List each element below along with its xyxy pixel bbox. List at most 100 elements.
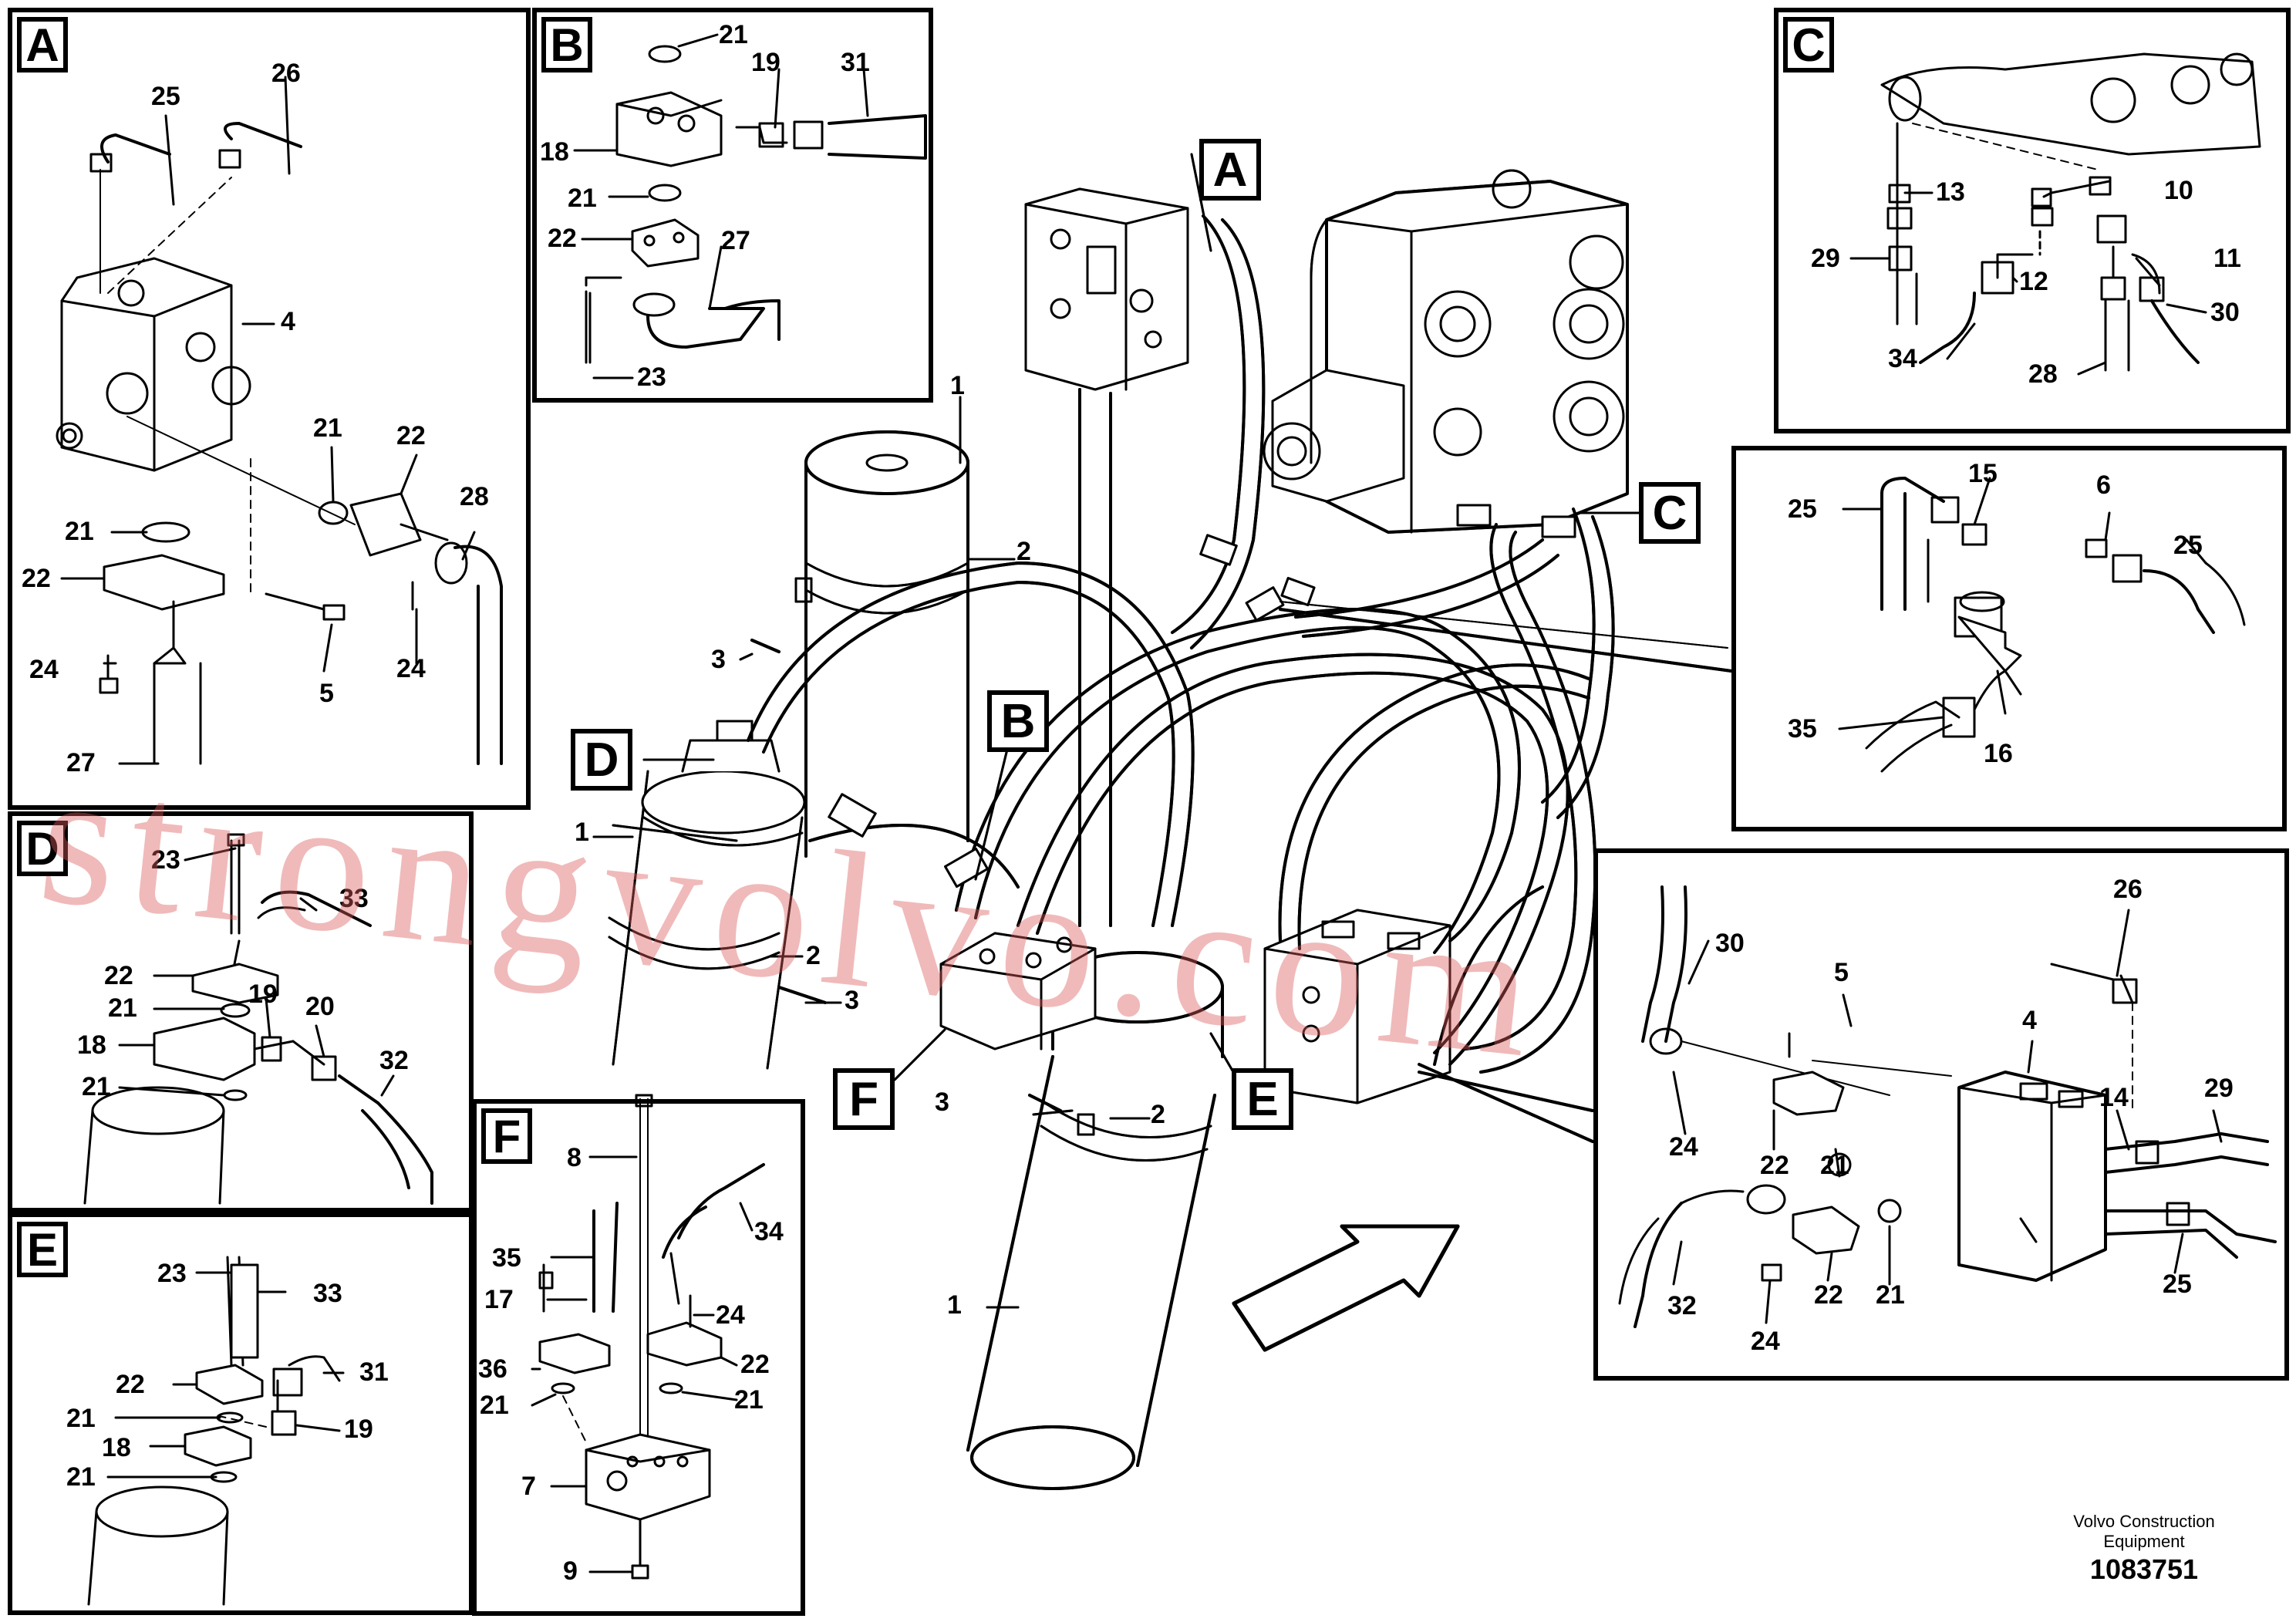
panel-e-label: 31 [359, 1357, 389, 1387]
panel-b-label: 31 [841, 48, 870, 77]
panel-e-label: 21 [66, 1462, 96, 1492]
panel-b-label: 22 [548, 224, 577, 253]
panel-a-label: 26 [271, 59, 301, 88]
panel-c-label: 30 [2210, 298, 2240, 327]
panel-a-label: 28 [460, 482, 489, 511]
panel-f-label: 17 [484, 1285, 514, 1314]
panel-c-label: 28 [2028, 359, 2058, 389]
panel-a-label: 24 [29, 655, 59, 684]
main-callout-b: B [987, 690, 1049, 752]
panel-a-label: 21 [313, 413, 342, 443]
panel-e-letter: E [17, 1222, 68, 1277]
panel-c-label: 10 [2164, 176, 2193, 205]
panel-f-label: 9 [563, 1556, 578, 1586]
panel-f-label: 21 [480, 1391, 509, 1420]
panel-h-label: 4 [2022, 1006, 2037, 1035]
panel-b-label: 27 [721, 226, 750, 255]
panel-d-label: 18 [77, 1030, 106, 1060]
panel-h-label: 32 [1667, 1291, 1697, 1320]
detail-panel-h [1593, 848, 2289, 1381]
detail-panel-a: A [8, 8, 531, 810]
panel-f-label: 8 [567, 1143, 582, 1172]
panel-h-label: 5 [1834, 958, 1849, 987]
view-direction-arrow-icon [1232, 1224, 1460, 1352]
panel-c-letter: C [1783, 17, 1834, 73]
panel-g-label: 25 [1788, 494, 1817, 524]
panel-a-letter: A [17, 17, 68, 73]
panel-a-label: 27 [66, 748, 96, 777]
panel-f-label: 7 [521, 1472, 536, 1501]
panel-d-label: 33 [339, 884, 369, 913]
panel-b-label: 19 [751, 48, 781, 77]
panel-e-label: 33 [313, 1279, 342, 1308]
panel-c-label: 34 [1888, 344, 1917, 373]
main-callout-e: E [1232, 1068, 1293, 1130]
panel-f-label: 35 [492, 1243, 521, 1273]
panel-f-label: 34 [754, 1217, 784, 1246]
panel-b-letter: B [541, 17, 592, 73]
panel-h-label: 22 [1814, 1280, 1843, 1310]
panel-a-label: 21 [65, 517, 94, 546]
panel-b-label: 21 [568, 184, 597, 213]
panel-h-label: 26 [2113, 875, 2143, 904]
panel-c-label: 29 [1811, 244, 1840, 273]
panel-h-label: 25 [2163, 1270, 2192, 1299]
footer-brand: Volvo Construction Equipment [2036, 1512, 2252, 1552]
panel-b-label: 21 [719, 20, 748, 49]
panel-d-label: 20 [305, 992, 335, 1021]
panel-c-label: 11 [2213, 244, 2241, 273]
panel-g-label: 6 [2096, 470, 2111, 500]
detail-panel-d: D [8, 811, 474, 1212]
panel-a-label: 22 [396, 421, 426, 450]
main-label: 1 [947, 1290, 962, 1320]
panel-a-label: 25 [151, 82, 180, 111]
panel-a-label: 24 [396, 654, 426, 683]
panel-c-label: 12 [2019, 267, 2048, 296]
panel-e-label: 22 [116, 1370, 145, 1399]
panel-d-label: 21 [108, 993, 137, 1023]
panel-d-label: 22 [104, 961, 133, 990]
panel-b-label: 18 [540, 137, 569, 167]
panel-f-label: 22 [740, 1350, 770, 1379]
panel-a-label: 5 [319, 679, 334, 708]
panel-d-label: 32 [379, 1046, 409, 1075]
panel-a-label: 22 [22, 564, 51, 593]
main-callout-d: D [571, 729, 632, 791]
panel-h-label: 30 [1715, 929, 1745, 958]
footer-brand-line2: Equipment [2103, 1532, 2185, 1551]
panel-h-label: 22 [1760, 1151, 1789, 1180]
panel-d-label: 21 [82, 1072, 111, 1101]
main-label: 1 [950, 371, 965, 400]
panel-h-label: 14 [2099, 1083, 2129, 1112]
panel-f-label: 36 [478, 1354, 507, 1384]
panel-d-label: 23 [151, 845, 180, 875]
panel-g-label: 35 [1788, 714, 1817, 744]
panel-h-label: 21 [1876, 1280, 1905, 1310]
main-label: 3 [711, 645, 726, 674]
main-label: 1 [575, 818, 589, 847]
panel-h-label: 21 [1820, 1151, 1849, 1180]
panel-h-label: 29 [2204, 1074, 2234, 1103]
panel-d-letter: D [17, 821, 68, 876]
panel-h-label: 24 [1669, 1132, 1698, 1162]
panel-c-label: 13 [1936, 177, 1965, 207]
panel-e-label: 19 [344, 1415, 373, 1444]
main-callout-f: F [833, 1068, 895, 1130]
panel-e-label: 18 [102, 1433, 131, 1462]
panel-b-label: 23 [637, 363, 666, 392]
panel-f-label: 24 [716, 1300, 745, 1330]
panel-f-letter: F [481, 1108, 532, 1164]
main-label: 2 [1151, 1100, 1165, 1129]
main-label: 3 [845, 986, 859, 1015]
main-label: 2 [806, 941, 821, 970]
panel-g-label: 15 [1968, 459, 1998, 488]
panel-e-label: 23 [157, 1259, 187, 1288]
main-callout-c: C [1639, 482, 1701, 544]
footer-brand-line1: Volvo Construction [2073, 1512, 2215, 1531]
main-callout-a: A [1199, 139, 1261, 201]
panel-d-label: 19 [248, 980, 278, 1009]
panel-e-label: 21 [66, 1404, 96, 1433]
panel-g-label: 25 [2173, 531, 2203, 560]
panel-h-label: 24 [1751, 1327, 1780, 1356]
